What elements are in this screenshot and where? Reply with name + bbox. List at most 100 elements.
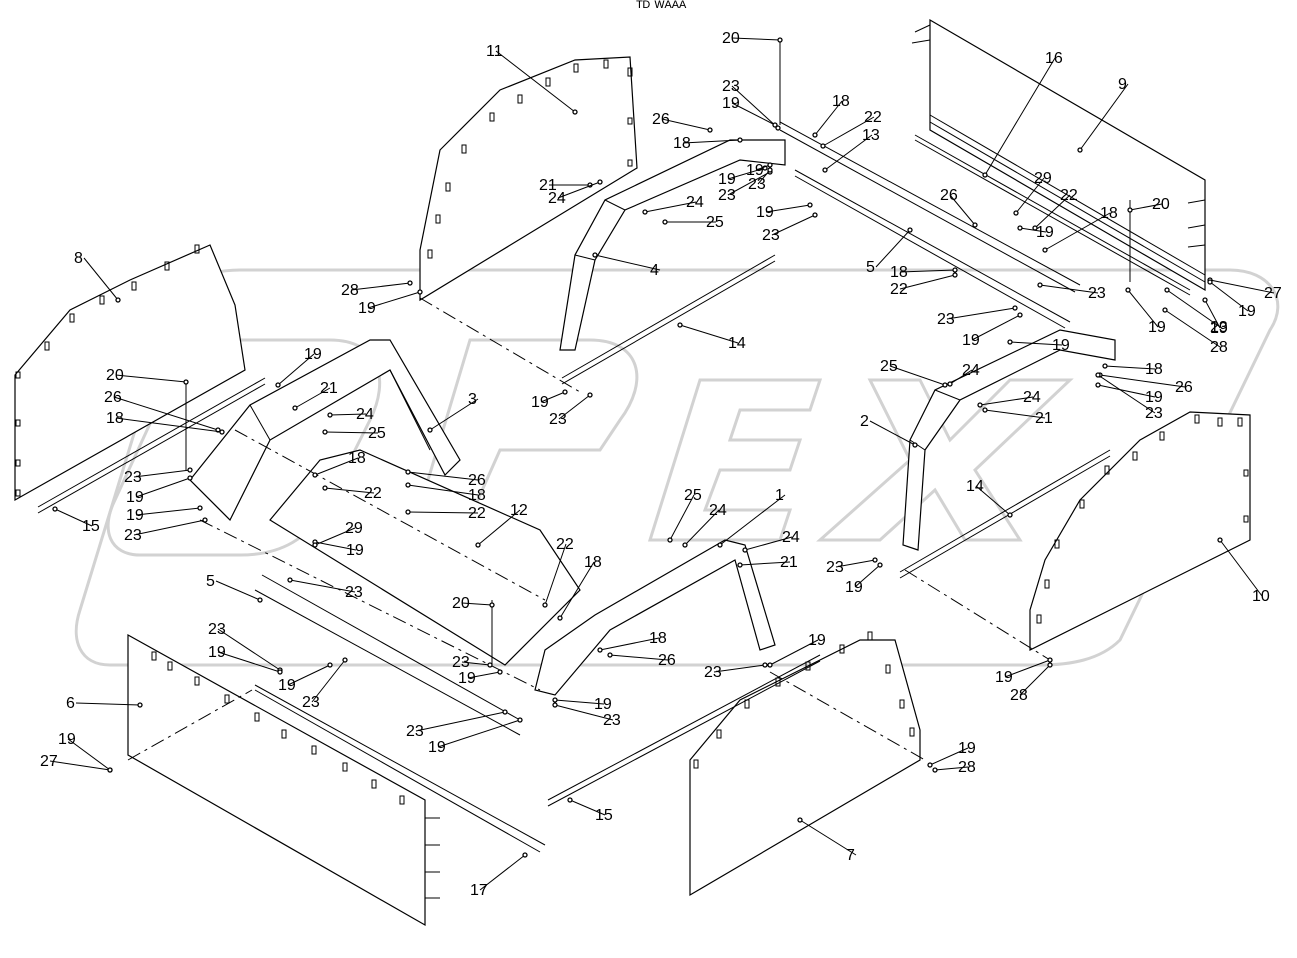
arch-1 — [534, 539, 776, 696]
leader-line — [1097, 374, 1156, 414]
assembly-dash-lines — [127, 297, 1051, 761]
leader-line — [765, 204, 811, 213]
callout-label: 17 — [470, 882, 488, 899]
leader-line — [294, 387, 331, 409]
leader-line — [133, 519, 206, 536]
fastener-point — [107, 767, 113, 773]
leader-line — [822, 116, 875, 147]
fastener-point — [1012, 305, 1018, 311]
fastener-point — [312, 472, 318, 478]
leader-line — [407, 511, 479, 514]
fastener-point — [115, 297, 121, 303]
leader-line — [437, 719, 521, 748]
leader-line — [731, 85, 779, 129]
leader-line — [477, 509, 521, 546]
callout-label: 18 — [468, 487, 486, 504]
leader-line — [554, 704, 614, 721]
leader-line — [1044, 212, 1111, 251]
callout-label: 23 — [1210, 319, 1228, 336]
leader-line — [367, 291, 421, 309]
fastener-point — [872, 557, 878, 563]
callout-label: 23 — [452, 654, 470, 671]
callout-label: 19 — [304, 346, 322, 363]
leader-line — [569, 799, 606, 816]
leader-line — [289, 579, 356, 593]
leader-line — [544, 543, 567, 606]
fastener-point — [775, 125, 781, 131]
fastener-point — [1047, 662, 1053, 668]
fastener-point — [932, 767, 938, 773]
rail-13 — [779, 121, 1081, 293]
callout-label: 21 — [780, 554, 798, 571]
fastener-point — [667, 537, 673, 543]
leader-line — [133, 469, 191, 478]
leader-line — [869, 420, 916, 446]
fastener-point — [682, 542, 688, 548]
fastener-point — [1102, 363, 1108, 369]
callout-label: 20 — [106, 367, 124, 384]
leader-line — [554, 699, 605, 705]
callout-label: 23 — [704, 664, 722, 681]
callout-label: 19 — [1210, 320, 1228, 337]
leader-line — [1166, 289, 1221, 328]
rail-5-bottom — [254, 574, 521, 736]
callout-label: 19 — [358, 300, 376, 317]
leader-line — [769, 639, 819, 666]
leader-line — [684, 509, 720, 546]
fastener-point — [1013, 210, 1019, 216]
fastener-point — [275, 382, 281, 388]
fastener-point — [552, 697, 558, 703]
leader-line — [719, 494, 786, 546]
fastener-point — [737, 137, 743, 143]
leader-line — [67, 738, 111, 771]
callout-label: 20 — [722, 30, 740, 47]
leader-line — [1039, 284, 1099, 294]
fastener-point — [707, 127, 713, 133]
callout-label: 24 — [1023, 389, 1041, 406]
leader-line — [407, 471, 479, 481]
callout-label: 23 — [406, 723, 424, 740]
fastener-point — [822, 167, 828, 173]
callout-label: 14 — [966, 478, 984, 495]
panel-11 — [419, 56, 638, 302]
callout-label: 13 — [862, 127, 880, 144]
leader-line — [215, 580, 261, 601]
fastener-point — [1095, 372, 1101, 378]
leader-line — [599, 637, 660, 651]
leader-line — [314, 527, 356, 546]
leader-line — [429, 398, 479, 431]
fastener-point — [312, 542, 318, 548]
leader-line — [731, 37, 781, 41]
callout-label: 25 — [684, 487, 702, 504]
callout-label: 19 — [208, 644, 226, 661]
fastener-point — [587, 392, 593, 398]
leader-line — [277, 353, 315, 386]
callout-label: 26 — [658, 652, 676, 669]
callout-label: 16 — [1045, 50, 1063, 67]
rods-20 — [185, 40, 1131, 665]
leader-line — [324, 487, 375, 494]
callout-label: 22 — [1060, 187, 1078, 204]
fastener-point — [219, 429, 225, 435]
fastener-point — [607, 652, 613, 658]
leader-line — [217, 628, 281, 671]
leader-line — [83, 257, 119, 301]
leader-line — [113, 396, 219, 431]
leader-line — [1219, 539, 1263, 597]
fastener-point — [677, 322, 683, 328]
fastener-point — [642, 209, 648, 215]
callout-label: 23 — [603, 712, 621, 729]
leader-line — [495, 50, 576, 113]
callout-label: 23 — [302, 694, 320, 711]
callout-label: 22 — [556, 536, 574, 553]
leader-line — [314, 457, 359, 476]
leader-line — [49, 760, 111, 771]
leader-line — [1034, 194, 1071, 229]
panel-10 — [1029, 411, 1251, 651]
callout-label: 19 — [722, 95, 740, 112]
fastener-point — [405, 469, 411, 475]
fastener-point — [552, 702, 558, 708]
fastener-point — [562, 389, 568, 395]
fastener-point — [1007, 339, 1013, 345]
